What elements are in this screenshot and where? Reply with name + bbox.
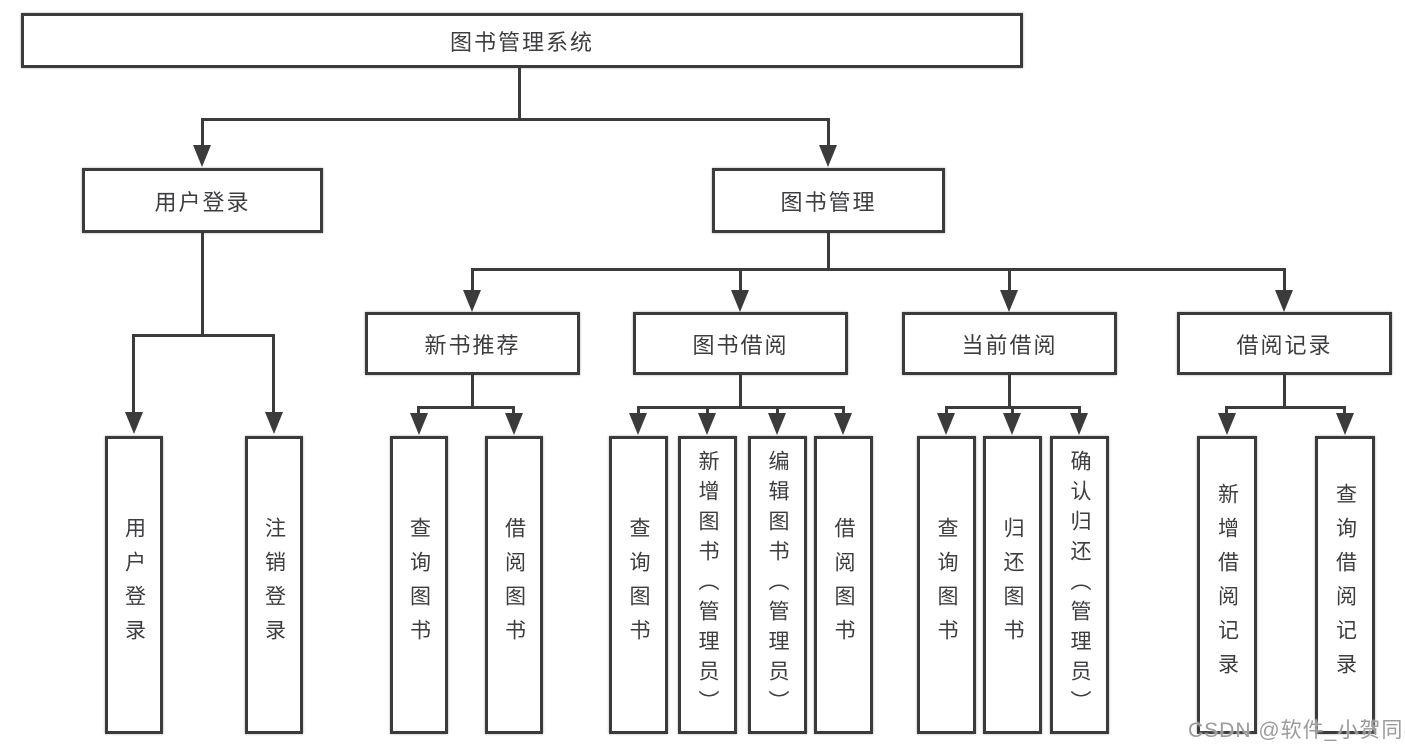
connector-borrow-records-bar — [1225, 406, 1346, 409]
leaf-nb-query-books-label: 查询图书 — [407, 517, 431, 653]
arrow-leaf-user-login — [125, 412, 143, 434]
arrow-bb-query-books — [629, 413, 647, 435]
connector-current-borrow-stub — [1008, 375, 1011, 409]
arrow-cb-return-books — [1003, 413, 1021, 435]
node-book-management: 图书管理 — [712, 168, 945, 233]
leaf-bb-borrow-books: 借阅图书 — [814, 436, 873, 734]
connector-new-book-stub — [471, 375, 474, 409]
connector-bb-borrow-drop — [842, 406, 845, 416]
leaf-nb-borrow-books: 借阅图书 — [485, 436, 543, 734]
leaf-cb-query-books: 查询图书 — [917, 436, 976, 734]
arrow-book-management — [819, 145, 837, 167]
arrow-bb-add-books — [698, 413, 716, 435]
leaf-nb-query-books: 查询图书 — [390, 436, 448, 734]
connector-cb-return-drop — [1011, 406, 1014, 416]
connector-br-add-drop — [1225, 406, 1228, 416]
leaf-bb-add-books-admin: 新增图书（管理员） — [678, 436, 737, 734]
connector-borrow-records-drop — [1283, 268, 1286, 292]
arrow-nb-query-books — [410, 413, 428, 435]
node-borrow-records: 借阅记录 — [1177, 312, 1392, 375]
leaf-bb-borrow-books-label: 借阅图书 — [832, 517, 855, 653]
leaf-cb-return-books: 归还图书 — [983, 436, 1042, 734]
leaf-cb-confirm-return-admin-label: 确认归还（管理员） — [1068, 450, 1091, 720]
leaf-bb-add-books-admin-label: 新增图书（管理员） — [696, 450, 719, 720]
connector-cb-query-drop — [945, 406, 948, 416]
leaf-br-query-record-label: 查询借阅记录 — [1333, 483, 1357, 687]
connector-book-management-stub — [827, 233, 830, 270]
connector-level3-bar — [471, 268, 1286, 271]
node-new-book-recommend-label: 新书推荐 — [424, 332, 521, 358]
connector-book-borrow-bar — [637, 406, 845, 409]
arrow-cb-query-books — [937, 413, 955, 435]
leaf-nb-borrow-books-label: 借阅图书 — [502, 517, 526, 653]
leaf-bb-query-books-label: 查询图书 — [627, 517, 650, 653]
connector-current-borrow-drop — [1008, 268, 1011, 292]
connector-cb-confirm-drop — [1078, 406, 1081, 416]
arrow-cb-confirm-return — [1070, 413, 1088, 435]
connector-borrow-records-stub — [1283, 375, 1286, 409]
arrow-book-borrow — [731, 290, 749, 312]
connector-leaf-logout-drop — [272, 334, 275, 413]
leaf-user-login-label: 用户登录 — [122, 517, 146, 653]
connector-new-book-bar — [417, 406, 515, 409]
leaf-logout: 注销登录 — [245, 436, 303, 734]
arrow-br-query-record — [1336, 413, 1354, 435]
node-current-borrow: 当前借阅 — [902, 312, 1117, 375]
connector-user-login-bar — [132, 334, 275, 337]
connector-bb-edit-drop — [776, 406, 779, 416]
leaf-cb-return-books-label: 归还图书 — [1001, 517, 1024, 653]
leaf-bb-query-books: 查询图书 — [609, 436, 668, 734]
leaf-br-add-record-label: 新增借阅记录 — [1215, 483, 1239, 687]
leaf-bb-edit-books-admin-label: 编辑图书（管理员） — [766, 450, 789, 720]
connector-nb-borrow-drop — [512, 406, 515, 416]
connector-user-login-drop — [201, 118, 204, 146]
leaf-logout-label: 注销登录 — [262, 517, 286, 653]
node-new-book-recommend: 新书推荐 — [365, 312, 580, 375]
node-current-borrow-label: 当前借阅 — [961, 332, 1058, 358]
node-borrow-records-label: 借阅记录 — [1236, 332, 1333, 358]
arrow-nb-borrow-books — [505, 413, 523, 435]
arrow-br-add-record — [1218, 413, 1236, 435]
node-user-login-label: 用户登录 — [154, 189, 251, 215]
connector-leaf-user-login-drop — [132, 334, 135, 413]
connector-nb-query-drop — [417, 406, 420, 416]
arrow-borrow-records — [1275, 290, 1293, 312]
connector-bb-query-drop — [637, 406, 640, 416]
node-library-management-system: 图书管理系统 — [21, 13, 1023, 68]
connector-book-borrow-drop — [739, 268, 742, 292]
leaf-bb-edit-books-admin: 编辑图书（管理员） — [748, 436, 807, 734]
arrow-new-book-recommend — [463, 290, 481, 312]
connector-bb-add-drop — [706, 406, 709, 416]
leaf-user-login: 用户登录 — [105, 436, 163, 734]
node-user-login: 用户登录 — [82, 168, 323, 233]
node-book-borrow: 图书借阅 — [633, 312, 848, 375]
connector-user-login-stub — [201, 233, 204, 336]
arrow-current-borrow — [1000, 290, 1018, 312]
node-book-management-label: 图书管理 — [780, 189, 877, 215]
arrow-bb-borrow-books — [834, 413, 852, 435]
connector-root-bar — [201, 118, 830, 121]
connector-root-stub — [518, 68, 521, 118]
leaf-br-query-record: 查询借阅记录 — [1315, 436, 1375, 734]
arrow-leaf-logout — [265, 412, 283, 434]
leaf-cb-query-books-label: 查询图书 — [935, 517, 958, 653]
node-library-management-system-label: 图书管理系统 — [449, 29, 594, 55]
leaf-br-add-record: 新增借阅记录 — [1197, 436, 1257, 734]
connector-new-book-drop — [471, 268, 474, 292]
connector-book-management-drop — [827, 118, 830, 146]
connector-br-query-drop — [1343, 406, 1346, 416]
arrow-user-login — [193, 145, 211, 167]
connector-book-borrow-stub — [739, 375, 742, 409]
arrow-bb-edit-books — [768, 413, 786, 435]
csdn-watermark: CSDN @软件_小贺同学 — [1188, 719, 1405, 742]
node-book-borrow-label: 图书借阅 — [692, 332, 789, 358]
leaf-cb-confirm-return-admin: 确认归还（管理员） — [1050, 436, 1109, 734]
